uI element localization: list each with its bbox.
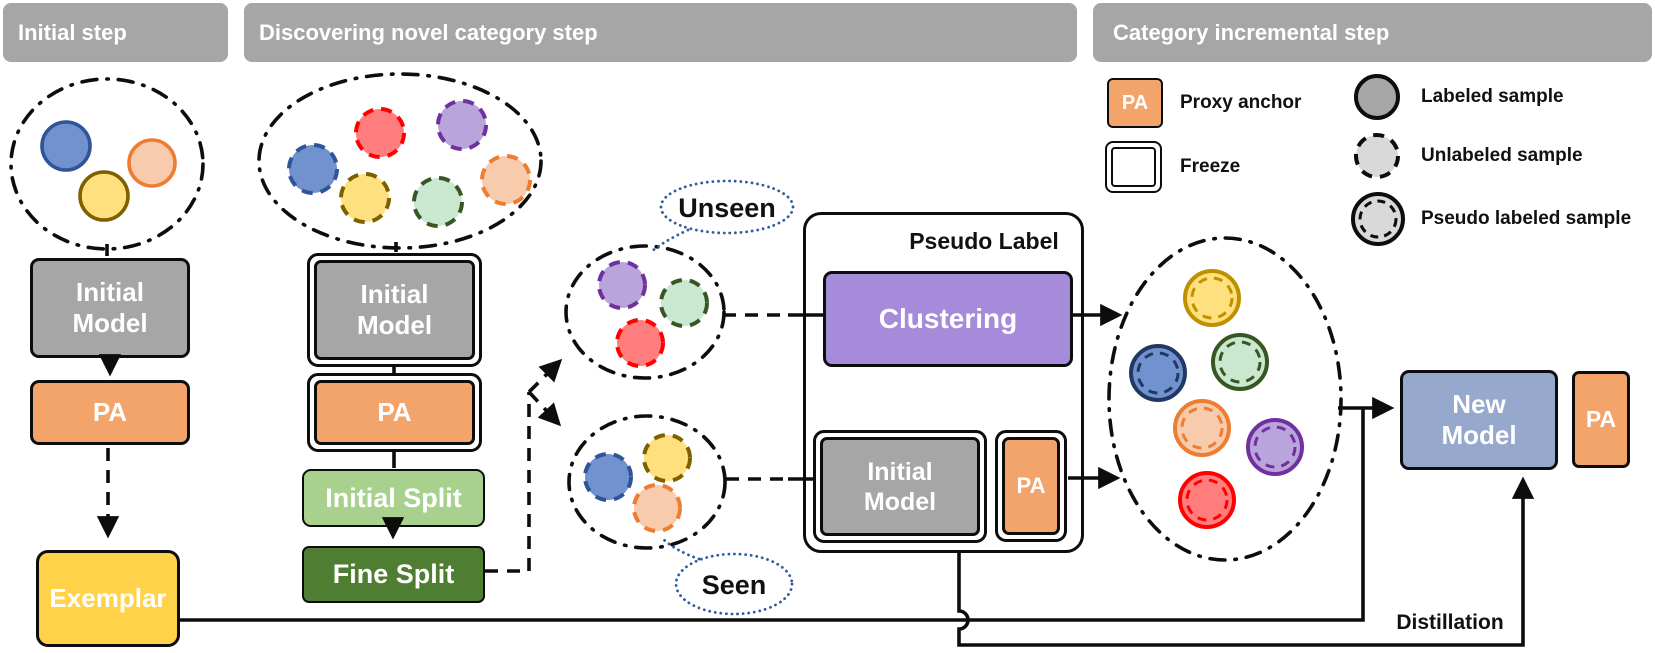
initial-model-2-line2: Model (356, 310, 433, 340)
legend-pseudo-labeled-label: Pseudo labeled sample (1421, 208, 1632, 229)
labeled-sample-orange-icon (127, 138, 177, 188)
dashed-arrow-to-unseen (527, 358, 563, 394)
header-initial-step: Initial step (3, 3, 228, 62)
unseen-sample-purple-icon (597, 260, 647, 310)
initial-dataset-ellipse (9, 77, 205, 251)
pa-box-new-model: PA (1572, 371, 1630, 468)
seen-group-ellipse (567, 414, 727, 550)
pseudo-labeled-dataset-ellipse (1107, 236, 1343, 562)
unlabeled-sample-yellow-icon (339, 172, 391, 224)
pa-2-label: PA (377, 396, 412, 427)
header-discovering-step: Discovering novel category step (244, 3, 1077, 62)
unseen-text: Unseen (678, 193, 776, 223)
frozen-pa-box-2: PA (307, 373, 482, 452)
legend-pseudo-labeled-sample-icon (1351, 192, 1405, 246)
pa-3-label: PA (1016, 472, 1046, 498)
pseudo-labeled-samples (1129, 269, 1304, 529)
unseen-bubble-tail-icon (649, 228, 690, 254)
unseen-bubble-label: Unseen (667, 193, 787, 224)
pseudo-sample-orange-icon (1173, 399, 1231, 457)
seen-sample-blue-icon (583, 452, 633, 502)
dashed-fine-split-riser (485, 392, 531, 573)
initial-labeled-samples (40, 120, 177, 222)
initial-split-box: Initial Split (302, 469, 485, 527)
speech-bubbles (649, 179, 795, 616)
seen-samples (583, 433, 692, 533)
unlabeled-sample-red-icon (354, 107, 406, 159)
legend-freeze-label: Freeze (1180, 156, 1241, 177)
header-discovering-step-label: Discovering novel category step (259, 19, 598, 45)
header-incremental-step-label: Category incremental step (1113, 19, 1390, 45)
unseen-samples (597, 260, 709, 368)
labeled-sample-yellow-icon (78, 170, 130, 222)
frozen-initial-model-box-2: Initial Model (307, 253, 482, 367)
pseudo-sample-purple-icon (1246, 418, 1304, 476)
discovering-dataset-ellipse (257, 72, 543, 250)
seen-sample-orange-icon (632, 483, 682, 533)
legend-freeze-inner (1111, 147, 1156, 187)
exemplar-box: Exemplar (36, 550, 180, 647)
new-model-line2: Model (1441, 420, 1517, 450)
unlabeled-sample-green-icon (412, 176, 464, 228)
seen-bubble-tail-icon (661, 537, 701, 561)
legend-unlabeled-label: Unlabeled sample (1421, 145, 1583, 166)
legend-proxy-anchor-label: Proxy anchor (1180, 92, 1302, 113)
pseudo-sample-red-icon (1178, 471, 1236, 529)
exemplar-label: Exemplar (49, 582, 167, 613)
frozen-pa-box-3: PA (995, 430, 1067, 542)
pseudo-sample-yellow-icon (1183, 269, 1241, 327)
initial-model-box-1: Initial Model (30, 258, 190, 358)
legend-freeze-icon (1105, 141, 1162, 193)
pseudo-label-title: Pseudo Label (884, 228, 1084, 255)
clustering-box: Clustering (823, 271, 1073, 367)
initial-model-3-line2: Model (863, 487, 937, 516)
legend-sample-icons (1351, 74, 1405, 246)
seen-bubble-label: Seen (676, 570, 792, 601)
unlabeled-sample-blue-icon (287, 143, 339, 195)
initial-model-box-2: Initial Model (314, 260, 475, 360)
fine-split-label: Fine Split (332, 559, 455, 590)
pa-box-2: PA (314, 380, 475, 445)
legend-labeled-sample-icon (1354, 74, 1400, 120)
new-model-line1: New (1452, 388, 1506, 419)
pa-1-label: PA (92, 396, 128, 427)
initial-model-box-3: Initial Model (820, 437, 980, 536)
initial-model-3-line1: Initial (867, 457, 933, 486)
initial-split-label: Initial Split (325, 482, 462, 513)
initial-model-1-line2: Model (72, 308, 148, 338)
new-model-box: New Model (1400, 370, 1558, 470)
unseen-sample-red-icon (615, 318, 665, 368)
unlabeled-sample-orange-icon (480, 154, 532, 206)
pseudo-label-title-text: Pseudo Label (909, 228, 1059, 254)
fine-split-box: Fine Split (302, 546, 485, 603)
legend-pa-symbol: PA (1121, 92, 1149, 114)
pseudo-sample-blue-icon (1129, 344, 1187, 402)
clustering-label: Clustering (878, 303, 1018, 335)
header-incremental-step: Category incremental step (1093, 3, 1652, 62)
distillation-label: Distillation (1390, 611, 1510, 635)
unseen-sample-green-icon (659, 278, 709, 328)
seen-sample-yellow-icon (642, 433, 692, 483)
legend-pa-icon: PA (1107, 78, 1163, 128)
pa-box-1: PA (30, 380, 190, 445)
unlabeled-sample-purple-icon (436, 99, 488, 151)
pa-new-model-label: PA (1585, 405, 1617, 432)
distillation-text: Distillation (1396, 611, 1504, 634)
pa-box-3: PA (1002, 437, 1060, 535)
frozen-initial-model-box-3: Initial Model (813, 430, 987, 543)
header-initial-step-label: Initial step (18, 19, 127, 45)
pseudo-sample-green-icon (1211, 333, 1269, 391)
unseen-group-ellipse (564, 244, 726, 380)
dashed-arrow-to-seen (527, 390, 562, 427)
initial-model-2-line1: Initial (360, 278, 429, 309)
legend-unlabeled-sample-icon (1354, 133, 1400, 179)
discovering-unlabeled-samples (287, 99, 532, 228)
initial-model-1-line1: Initial (76, 276, 144, 307)
seen-text: Seen (701, 570, 767, 600)
legend-labeled-label: Labeled sample (1421, 86, 1564, 107)
labeled-sample-blue-icon (40, 120, 92, 172)
